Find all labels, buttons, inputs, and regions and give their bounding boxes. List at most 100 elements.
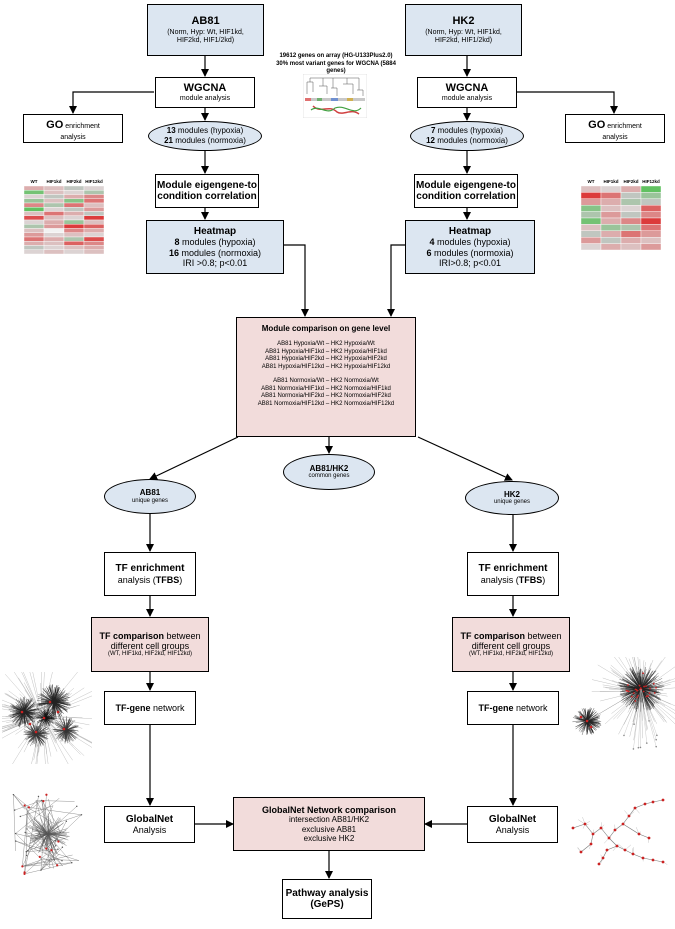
hk2-go-line2: analysis [602,133,628,141]
network-edge [34,833,49,840]
heatmap-cell [640,243,662,251]
heatmap-cell [83,215,105,221]
network-node [633,723,635,725]
network-node [623,734,625,737]
network-edge [22,862,72,867]
network-node [20,710,24,714]
network-edge [27,800,42,813]
heatmap-cell [640,205,662,212]
network-edge [626,674,642,690]
network-edge [45,710,49,719]
network-edge [24,851,27,873]
network-edge [640,674,652,690]
network-edge [41,699,55,703]
network-edge [618,843,626,851]
network-edge [20,697,25,713]
network-edge [586,707,591,722]
network-node [643,685,645,688]
ab81-tf-enrich-line1: TF enrichment [115,563,185,575]
heatmap-cell [83,190,105,195]
hk2-tf-enrich-bold: TFBS [518,574,543,585]
network-edge [23,711,31,719]
network-edge [56,729,67,732]
network-edge [23,703,34,713]
network-node [54,839,56,842]
arrow-right-heatmap-compare [387,244,405,317]
network-edge [37,696,55,703]
network-edge [45,717,50,727]
network-node [645,685,647,688]
network-edge [35,733,48,737]
ab81-globalnet-box: GlobalNet Analysis [104,806,195,843]
heatmap-cell [23,194,45,199]
network-edge [24,731,37,735]
network-node [571,826,575,830]
module-comparison-box: Module comparison on gene level AB81 Hyp… [236,317,416,437]
network-edge [3,715,43,732]
network-edge [572,720,588,723]
network-node [634,700,637,702]
network-edge [45,717,47,728]
heatmap-cell [83,236,105,242]
network-edge [640,688,650,704]
network-node [621,822,625,826]
heatmap-cell [63,194,85,199]
network-edge [35,733,43,744]
heatmap-cell [640,198,662,206]
network-node [601,856,605,860]
network-edge [53,701,69,706]
gn-compare-line3: exclusive HK2 [303,833,355,843]
ab81-tfgene-rest: network [150,702,185,713]
network-edge [2,715,43,739]
network-edge [29,833,49,845]
network-edge [15,798,60,834]
ab81-go-box: GO enrichment analysis [23,114,123,143]
network-edge [586,718,599,722]
network-edge [575,720,588,728]
network-node [626,690,629,692]
ab81-tf-comparison-box: TF comparison between different cell gro… [91,617,209,672]
network-edge [53,701,60,719]
common-ellipse: AB81/HK2 common genes [283,454,375,490]
ab81-go-bold: GO [46,119,64,132]
network-node [579,715,583,719]
network-edge [26,828,63,867]
network-node [48,700,52,704]
network-edge [22,861,52,867]
ab81-hyp-text: modules (hypoxia) [175,126,244,136]
network-edge [41,672,45,717]
network-node [42,799,45,803]
network-edge [640,685,664,690]
network-edge [41,833,49,845]
network-node [597,862,601,866]
network-edge [635,672,642,690]
pathway-title: Pathway analysis [285,887,369,899]
heatmap-cell [580,230,602,238]
hk2-hm-hyp-count: 4 [429,237,435,248]
network-edge [23,711,34,723]
heatmap-col-label: HIF2kd [66,179,81,184]
heatmap-cell [43,224,65,229]
heatmap-cell [83,245,105,250]
ab81-heatmap-title: Heatmap [193,225,237,237]
heatmap-cell [43,215,65,221]
network-edge [40,817,49,835]
network-node [50,849,53,852]
network-edge [586,720,592,734]
network-edge [622,815,630,825]
hk2-tf-comp-line2: different cell groups [471,641,551,652]
hk2-wgcna-sub: module analysis [441,94,493,102]
hk2-tf-enrich-pre: analysis ( [480,574,519,585]
network-node [12,793,15,796]
ab81-unique-title: AB81 [139,488,161,498]
heatmap-cell [43,190,65,195]
heatmap-cell [23,211,45,216]
network-edge [53,701,63,717]
network-edge [608,829,616,839]
heatmap-cell [63,190,85,195]
network-node [25,851,27,853]
network-node [76,805,78,808]
heatmap-cell [83,219,105,225]
network-edge [35,830,49,835]
